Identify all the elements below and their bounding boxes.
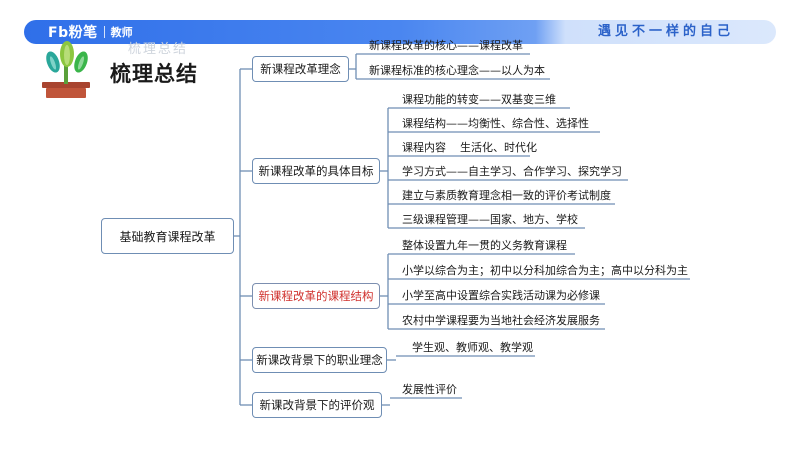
leaf-item: 整体设置九年一贯的义务教育课程 <box>402 239 567 252</box>
leaf-item: 课程功能的转变——双基变三维 <box>402 93 556 106</box>
leaf-item: 课程结构——均衡性、综合性、选择性 <box>402 117 589 130</box>
ghost-title: 梳理总结 <box>128 42 189 57</box>
branch-node-evaluation-view: 新课改背景下的评价观 <box>252 392 382 418</box>
slogan: 遇见不一样的自己 <box>597 24 734 39</box>
leaf-item: 小学至高中设置综合实践活动课为必修课 <box>402 289 600 302</box>
brand-logo: Fb粉笔 <box>48 25 98 41</box>
brand: Fb粉笔 教师 <box>48 23 133 41</box>
branch-node-curriculum-structure: 新课程改革的课程结构 <box>252 283 380 309</box>
leaf-item: 新课程改革的核心——课程改革 <box>369 39 523 52</box>
leaf-item: 课程内容 生活化、时代化 <box>402 141 537 154</box>
page-title: 梳理总结 <box>110 62 198 86</box>
leaf-item: 学生观、教师观、教学观 <box>412 341 533 354</box>
leaf-item: 三级课程管理——国家、地方、学校 <box>402 213 578 226</box>
leaf-item: 发展性评价 <box>402 383 457 396</box>
leaf-item: 学习方式——自主学习、合作学习、探究学习 <box>402 165 622 178</box>
header-background <box>24 20 776 44</box>
leaf-item: 新课程标准的核心理念——以人为本 <box>369 64 545 77</box>
brand-subtitle: 教师 <box>110 26 133 39</box>
leaf-item: 建立与素质教育理念相一致的评价考试制度 <box>402 189 611 202</box>
leaf-item: 小学以综合为主；初中以分科加综合为主；高中以分科为主 <box>402 264 688 277</box>
mindmap-root-node: 基础教育课程改革 <box>101 218 234 254</box>
header-bar: Fb粉笔 教师 遇见不一样的自己 <box>24 20 776 44</box>
brand-divider <box>103 26 105 38</box>
plant-icon <box>42 41 90 98</box>
branch-node-reform-concept: 新课程改革理念 <box>252 56 349 82</box>
leaf-item: 农村中学课程要为当地社会经济发展服务 <box>402 314 600 327</box>
branch-node-specific-goals: 新课程改革的具体目标 <box>252 158 380 184</box>
branch-node-professional-concept: 新课改背景下的职业理念 <box>252 347 387 373</box>
